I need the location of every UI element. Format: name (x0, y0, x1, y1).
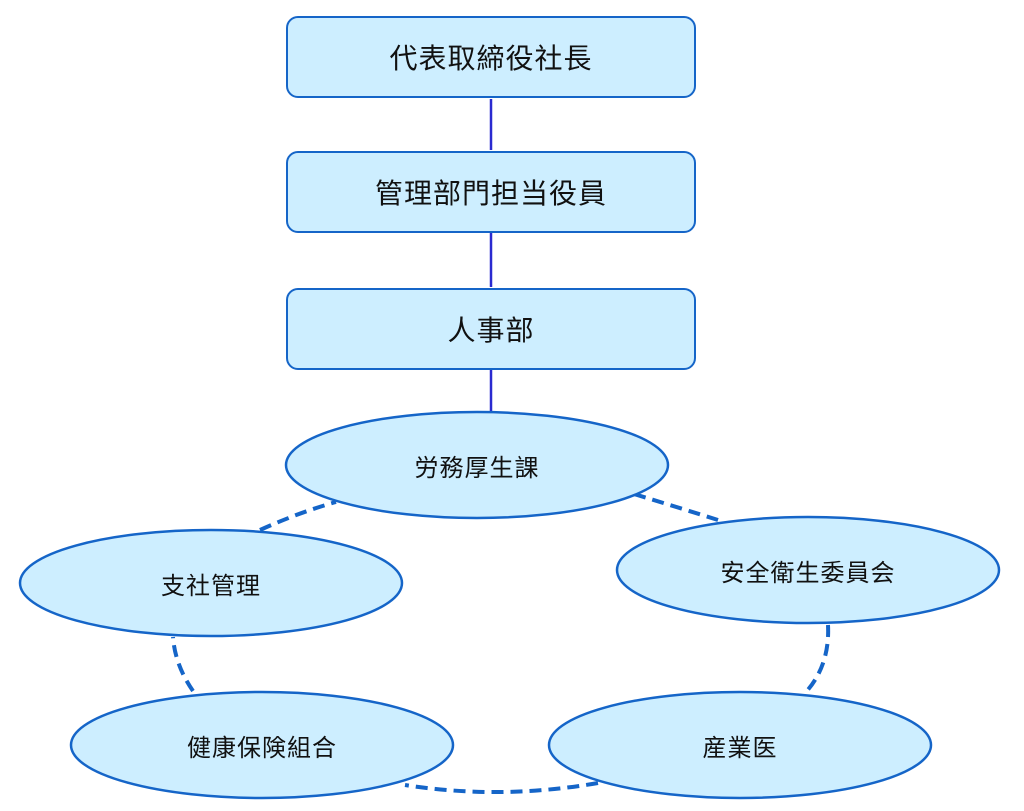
box-hr-dept[interactable]: 人事部 (286, 288, 696, 370)
box-president[interactable]: 代表取締役社長 (286, 16, 696, 98)
oval-branch-management[interactable] (18, 528, 404, 638)
dashed-connector-safety-physician (804, 624, 831, 694)
oval-labor-welfare[interactable] (284, 410, 670, 520)
box-hr-dept-label: 人事部 (447, 314, 535, 347)
dashed-connector-labor-safety (633, 492, 719, 522)
oval-safety-committee[interactable] (615, 515, 1001, 625)
dashed-connector-physician-insurance (404, 781, 599, 794)
oval-industrial-physician[interactable] (547, 690, 933, 800)
box-president-label: 代表取締役社長 (389, 42, 593, 75)
box-admin-officer[interactable]: 管理部門担当役員 (286, 151, 696, 233)
dashed-connector-insurance-branch (171, 636, 195, 693)
oval-health-insurance[interactable] (69, 690, 455, 800)
box-admin-officer-label: 管理部門担当役員 (374, 177, 607, 210)
dashed-connector-branch-labor (259, 500, 337, 532)
